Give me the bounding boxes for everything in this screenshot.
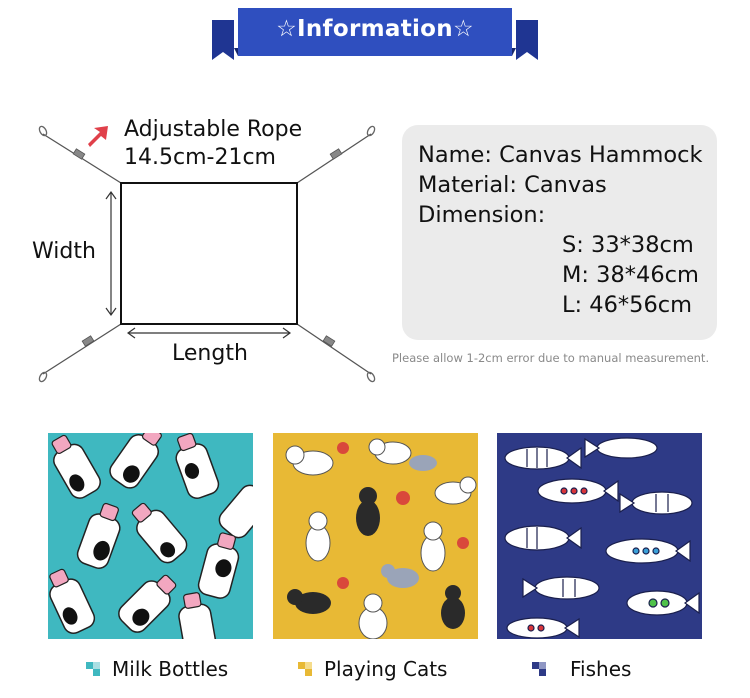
info-card: Name: Canvas Hammock Material: Canvas Di… xyxy=(402,125,717,340)
measurement-note: Please allow 1-2cm error due to manual m… xyxy=(392,351,710,365)
milk-bottle-pattern-icon xyxy=(48,433,253,639)
fishes-label: Fishes xyxy=(570,657,632,681)
teal-pixel-icon xyxy=(86,662,100,676)
info-name: Name: Canvas Hammock xyxy=(418,142,703,168)
length-label: Length xyxy=(172,341,248,366)
banner-title: ☆Information☆ xyxy=(276,16,474,42)
fishes-caption: Fishes xyxy=(532,656,631,682)
fish-pattern-icon xyxy=(497,433,702,639)
navy-pixel-icon xyxy=(532,662,546,676)
info-dimension: Dimension: xyxy=(418,202,546,228)
hammock-body xyxy=(120,182,298,325)
fishes-swatch[interactable] xyxy=(497,433,702,639)
cat-pattern-icon xyxy=(273,433,478,639)
playing-cats-label: Playing Cats xyxy=(324,657,448,681)
milk-bottles-caption: Milk Bottles xyxy=(86,656,228,682)
hammock-diagram xyxy=(38,125,376,383)
rope-label: Adjustable Rope 14.5cm-21cm xyxy=(124,116,302,172)
rope-label-range: 14.5cm-21cm xyxy=(124,145,276,170)
size-l: L: 46*56cm xyxy=(562,292,693,318)
yellow-pixel-icon xyxy=(298,662,312,676)
info-material: Material: Canvas xyxy=(418,172,607,198)
banner-ribbon-icon xyxy=(212,8,538,60)
playing-cats-swatch[interactable] xyxy=(273,433,478,639)
rope-pointer-arrow-icon xyxy=(88,126,108,147)
width-label: Width xyxy=(32,239,96,264)
rope-label-title: Adjustable Rope xyxy=(124,117,303,142)
milk-bottles-swatch[interactable] xyxy=(48,433,253,639)
playing-cats-caption: Playing Cats xyxy=(298,656,447,682)
milk-bottles-label: Milk Bottles xyxy=(112,657,229,681)
information-banner: ☆Information☆ xyxy=(212,8,538,64)
size-s: S: 33*38cm xyxy=(562,232,694,258)
size-m: M: 38*46cm xyxy=(562,262,699,288)
